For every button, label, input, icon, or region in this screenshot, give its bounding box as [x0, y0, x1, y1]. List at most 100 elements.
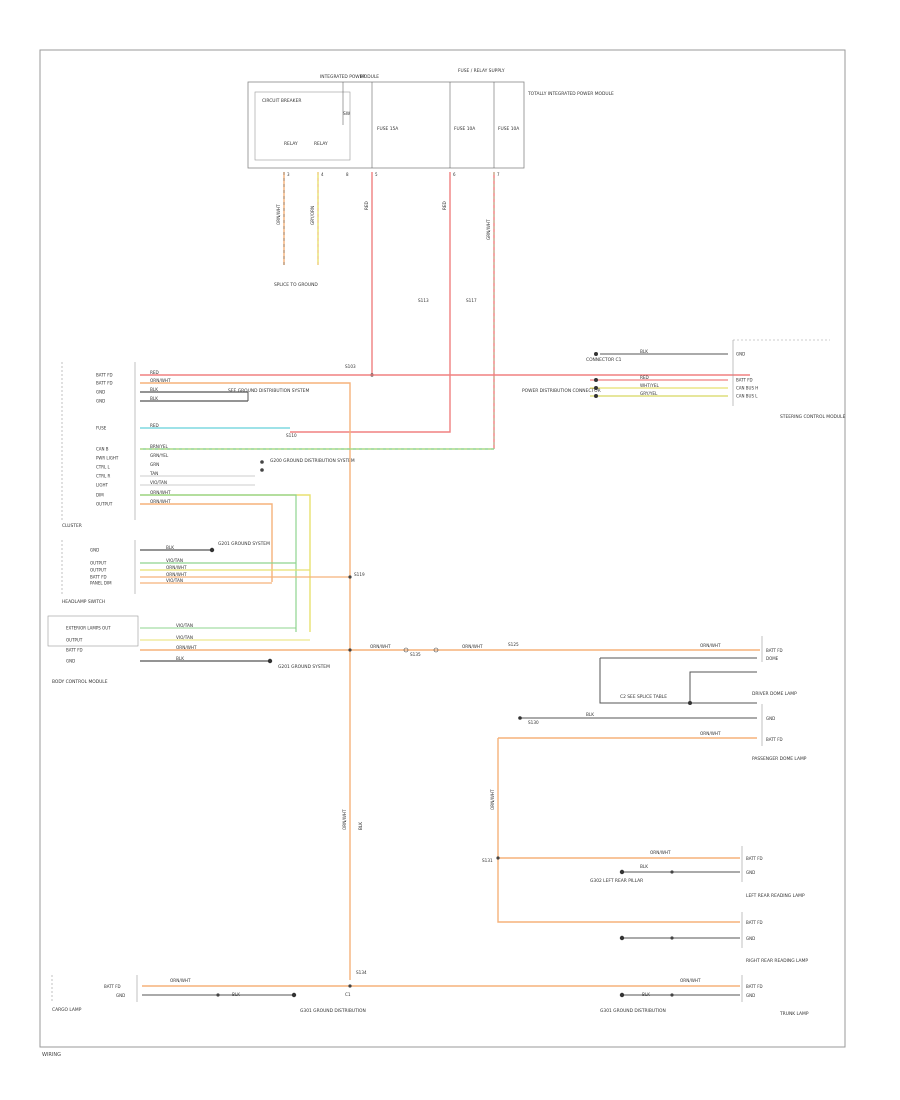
- ground-terminal: [291, 992, 297, 998]
- wire-label-orn-drop: ORN/WHT: [276, 204, 281, 225]
- wire-blk-dome-loop: [599, 658, 757, 704]
- cluster-wire-label: TAN: [149, 471, 158, 476]
- bottom-lamps: CARGO LAMP TRUNK LAMP G301 GROUND DISTRI…: [51, 970, 809, 1017]
- bcm-outline: [47, 615, 139, 647]
- bcm-wire-right: ORN/WHT: [462, 644, 483, 649]
- bcm-splice-mid: S135: [410, 652, 421, 657]
- fuse-box-side-note: TOTALLY INTEGRATED POWER MODULE: [527, 91, 614, 97]
- bottom-splice: S134: [356, 970, 367, 975]
- fuse-box: INTEGRATED POWER MODULE FUSE / RELAY SUP…: [247, 68, 614, 177]
- steering-wire-label: BLK: [640, 349, 648, 354]
- steering-pin: BATT FD: [736, 378, 753, 383]
- driver-dome-lamp-name: DRIVER DOME LAMP: [752, 691, 797, 697]
- cargo-wire: ORN/WHT: [170, 978, 191, 983]
- reading-splice: S131: [482, 858, 493, 863]
- wire-orn-cluster-main: [140, 382, 351, 980]
- dome-bottom-pin: GND: [766, 716, 775, 721]
- steering-pin: CAN BUS L: [736, 394, 758, 399]
- fuse-pin: 3: [287, 172, 290, 177]
- cluster-pin: BATT FD: [96, 381, 113, 386]
- right-rear-reading-lamp-name: RIGHT REAR READING LAMP: [746, 958, 808, 964]
- fuse-b-label: FUSE 10A: [454, 126, 475, 132]
- cargo-lamp-name: CARGO LAMP: [52, 1007, 82, 1013]
- cluster-pin: LIGHT: [96, 483, 109, 488]
- reading-wire: ORN/WHT: [650, 850, 671, 855]
- fuse-box-top-label-right: MODULE: [360, 74, 379, 80]
- fuse-pin: 6: [453, 172, 456, 177]
- cluster-wire-label: GRN: [150, 462, 159, 467]
- steering-name: STEERING CONTROL MODULE: [780, 414, 846, 420]
- reading-right-pin: GND: [746, 936, 755, 941]
- splice-label-s103: S103: [345, 364, 356, 369]
- headlamp-pin: OUTPUT: [90, 568, 107, 573]
- steering-module: STEERING CONTROL MODULE CONNECTOR C1 POW…: [522, 339, 846, 420]
- fuse-pin: 5: [375, 172, 378, 177]
- trunk-pin: GND: [746, 993, 755, 998]
- splice-label-s117: S117: [466, 298, 477, 303]
- headlamp-wire-label: VIO/TAN: [166, 578, 183, 583]
- fuse-box-right-top-label: FUSE / RELAY SUPPLY: [458, 68, 505, 74]
- bcm-ground-label: G201 GROUND SYSTEM: [278, 664, 330, 670]
- connector-dot: [670, 993, 674, 997]
- connector-dot: [594, 352, 598, 356]
- cluster-cap-label: SEE GROUND DISTRIBUTION SYSTEM: [228, 388, 309, 394]
- wire-label-gry-drop: GRY/ORN: [310, 206, 315, 225]
- connector-dot: [518, 716, 522, 720]
- steering-connector-note: CONNECTOR C1: [586, 357, 622, 363]
- dome-junction-label: C2 SEE SPLICE TABLE: [620, 694, 667, 700]
- headlamp-pin: BATT FD: [90, 575, 107, 580]
- cluster-wire-label: BRN/YEL: [150, 444, 169, 449]
- splice-dot: [496, 856, 500, 860]
- dome-top-pin: DOME: [766, 656, 779, 661]
- headlamp-pin: GND: [90, 548, 99, 553]
- cluster-ground-label: G200 GROUND DISTRIBUTION SYSTEM: [270, 458, 355, 464]
- wire-orn-cluster-2: [140, 503, 273, 582]
- trunk-wire: ORN/WHT: [680, 978, 701, 983]
- connector-dot: [594, 386, 598, 390]
- wire-grn2-cluster: [140, 494, 297, 632]
- ground-terminal: [619, 935, 625, 941]
- connector-dot: [670, 936, 674, 940]
- cluster-wire-label: GRN/YEL: [150, 453, 169, 458]
- bcm-wire-mid: ORN/WHT: [370, 644, 391, 649]
- bottom-vert-wire-a: ORN/WHT: [342, 809, 347, 830]
- circuit-breaker-label: CIRCUIT BREAKER: [262, 98, 301, 104]
- trunk-lamp-name: TRUNK LAMP: [779, 1011, 809, 1017]
- footer-code: WIRING: [42, 1052, 61, 1058]
- cluster-pin: FUSE: [96, 426, 107, 431]
- cluster-wire-label: ORN/WHT: [150, 490, 171, 495]
- bcm-wire-label: VIO/TAN: [176, 623, 193, 628]
- fuse-pin: 4: [321, 172, 324, 177]
- cluster-pin: CTRL L: [96, 465, 111, 470]
- cluster-pin: GND: [96, 399, 105, 404]
- steering-wire-label: WHT/YEL: [640, 383, 659, 388]
- splice-dot: [348, 648, 352, 652]
- steering-pin: GND: [736, 352, 745, 357]
- dome-ground-text: BLK: [586, 712, 594, 717]
- bcm-wire-label: ORN/WHT: [176, 645, 197, 650]
- steering-pin: CAN BUS H: [736, 386, 758, 391]
- cargo-pin: BATT FD: [104, 984, 121, 989]
- headlamp-ground-label: G201 GROUND SYSTEM: [218, 541, 270, 547]
- bcm-pin: OUTPUT: [66, 638, 83, 643]
- inline-connector: [403, 647, 409, 653]
- ground-terminal: [619, 869, 625, 875]
- fuse-pin: 8: [346, 172, 349, 177]
- cluster-pin: DIM: [96, 493, 104, 498]
- ground-dot: [260, 468, 264, 472]
- headlamp-wire-label: ORN/WHT: [166, 572, 187, 577]
- cluster-wire-label: RED: [150, 423, 159, 428]
- bcm-pin: EXTERIOR LAMPS OUT: [66, 626, 111, 631]
- dome-splice: S130: [528, 720, 539, 725]
- wire-label-red-fuse-b: RED: [442, 201, 447, 210]
- cluster-pin: OUTPUT: [96, 502, 113, 507]
- splice-label-s110: S110: [286, 433, 297, 438]
- connector-dot: [216, 993, 220, 997]
- splice-label-s113: S113: [418, 298, 429, 303]
- cluster-wire-label: BLK: [150, 387, 158, 392]
- connector-dot: [688, 701, 692, 705]
- steering-wire-label: GRY/YEL: [640, 391, 658, 396]
- headlamp-pin: OUTPUT: [90, 561, 107, 566]
